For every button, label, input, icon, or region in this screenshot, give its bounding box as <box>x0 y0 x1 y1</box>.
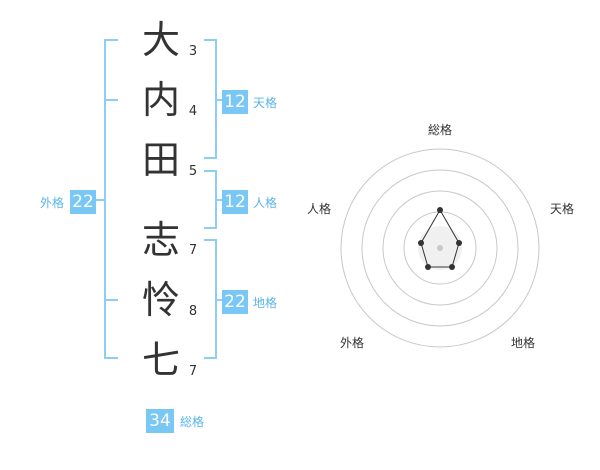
stroke-count-4: 7 <box>188 243 198 258</box>
chikaku-label: 地格 <box>253 296 278 310</box>
gaikaku-value: 22 <box>70 190 96 214</box>
gaikaku-label: 外格 <box>40 196 65 210</box>
chikaku-bracket <box>204 239 222 359</box>
radar-point-soukaku <box>437 207 443 213</box>
radar-point-jinkaku <box>418 240 424 246</box>
stroke-count-6: 7 <box>188 364 198 379</box>
stroke-count-5: 8 <box>188 304 198 319</box>
stroke-count-3: 5 <box>188 164 198 179</box>
radar-label-bottom-right: 地格 <box>510 336 535 350</box>
name-char-3: 田 <box>141 138 180 182</box>
name-char-4: 志 <box>141 218 180 262</box>
radar-point-chikaku <box>449 264 455 270</box>
name-char-1: 大 <box>141 18 180 62</box>
radar-ring <box>382 190 498 306</box>
radar-ring <box>340 148 540 348</box>
jinkaku-value: 12 <box>222 190 248 214</box>
name-char-5: 怜 <box>141 278 180 322</box>
chikaku-value: 22 <box>222 290 248 314</box>
tenkaku-bracket <box>204 39 222 159</box>
radar-label-left: 人格 <box>306 202 331 216</box>
radar-label-top: 総格 <box>427 123 452 137</box>
radar-chart <box>340 148 540 348</box>
radar-point-tenkaku <box>456 240 462 246</box>
radar-ring <box>361 169 519 327</box>
stroke-count-2: 4 <box>188 104 198 119</box>
soukaku-value: 34 <box>146 409 174 433</box>
radar-label-right: 天格 <box>549 202 574 216</box>
jinkaku-bracket <box>204 170 222 229</box>
tenkaku-value: 12 <box>222 90 248 114</box>
jinkaku-label: 人格 <box>253 196 278 210</box>
radar-point-gaikaku <box>425 264 431 270</box>
name-char-2: 内 <box>141 78 180 122</box>
tenkaku-label: 天格 <box>253 96 278 110</box>
soukaku-label: 総格 <box>180 415 205 429</box>
stroke-count-1: 3 <box>188 44 198 59</box>
gaikaku-bracket <box>96 39 118 359</box>
radar-center-dot <box>437 245 443 251</box>
radar-shape <box>420 208 460 268</box>
name-char-6: 七 <box>141 338 180 382</box>
radar-label-bottom-left: 外格 <box>339 336 364 350</box>
